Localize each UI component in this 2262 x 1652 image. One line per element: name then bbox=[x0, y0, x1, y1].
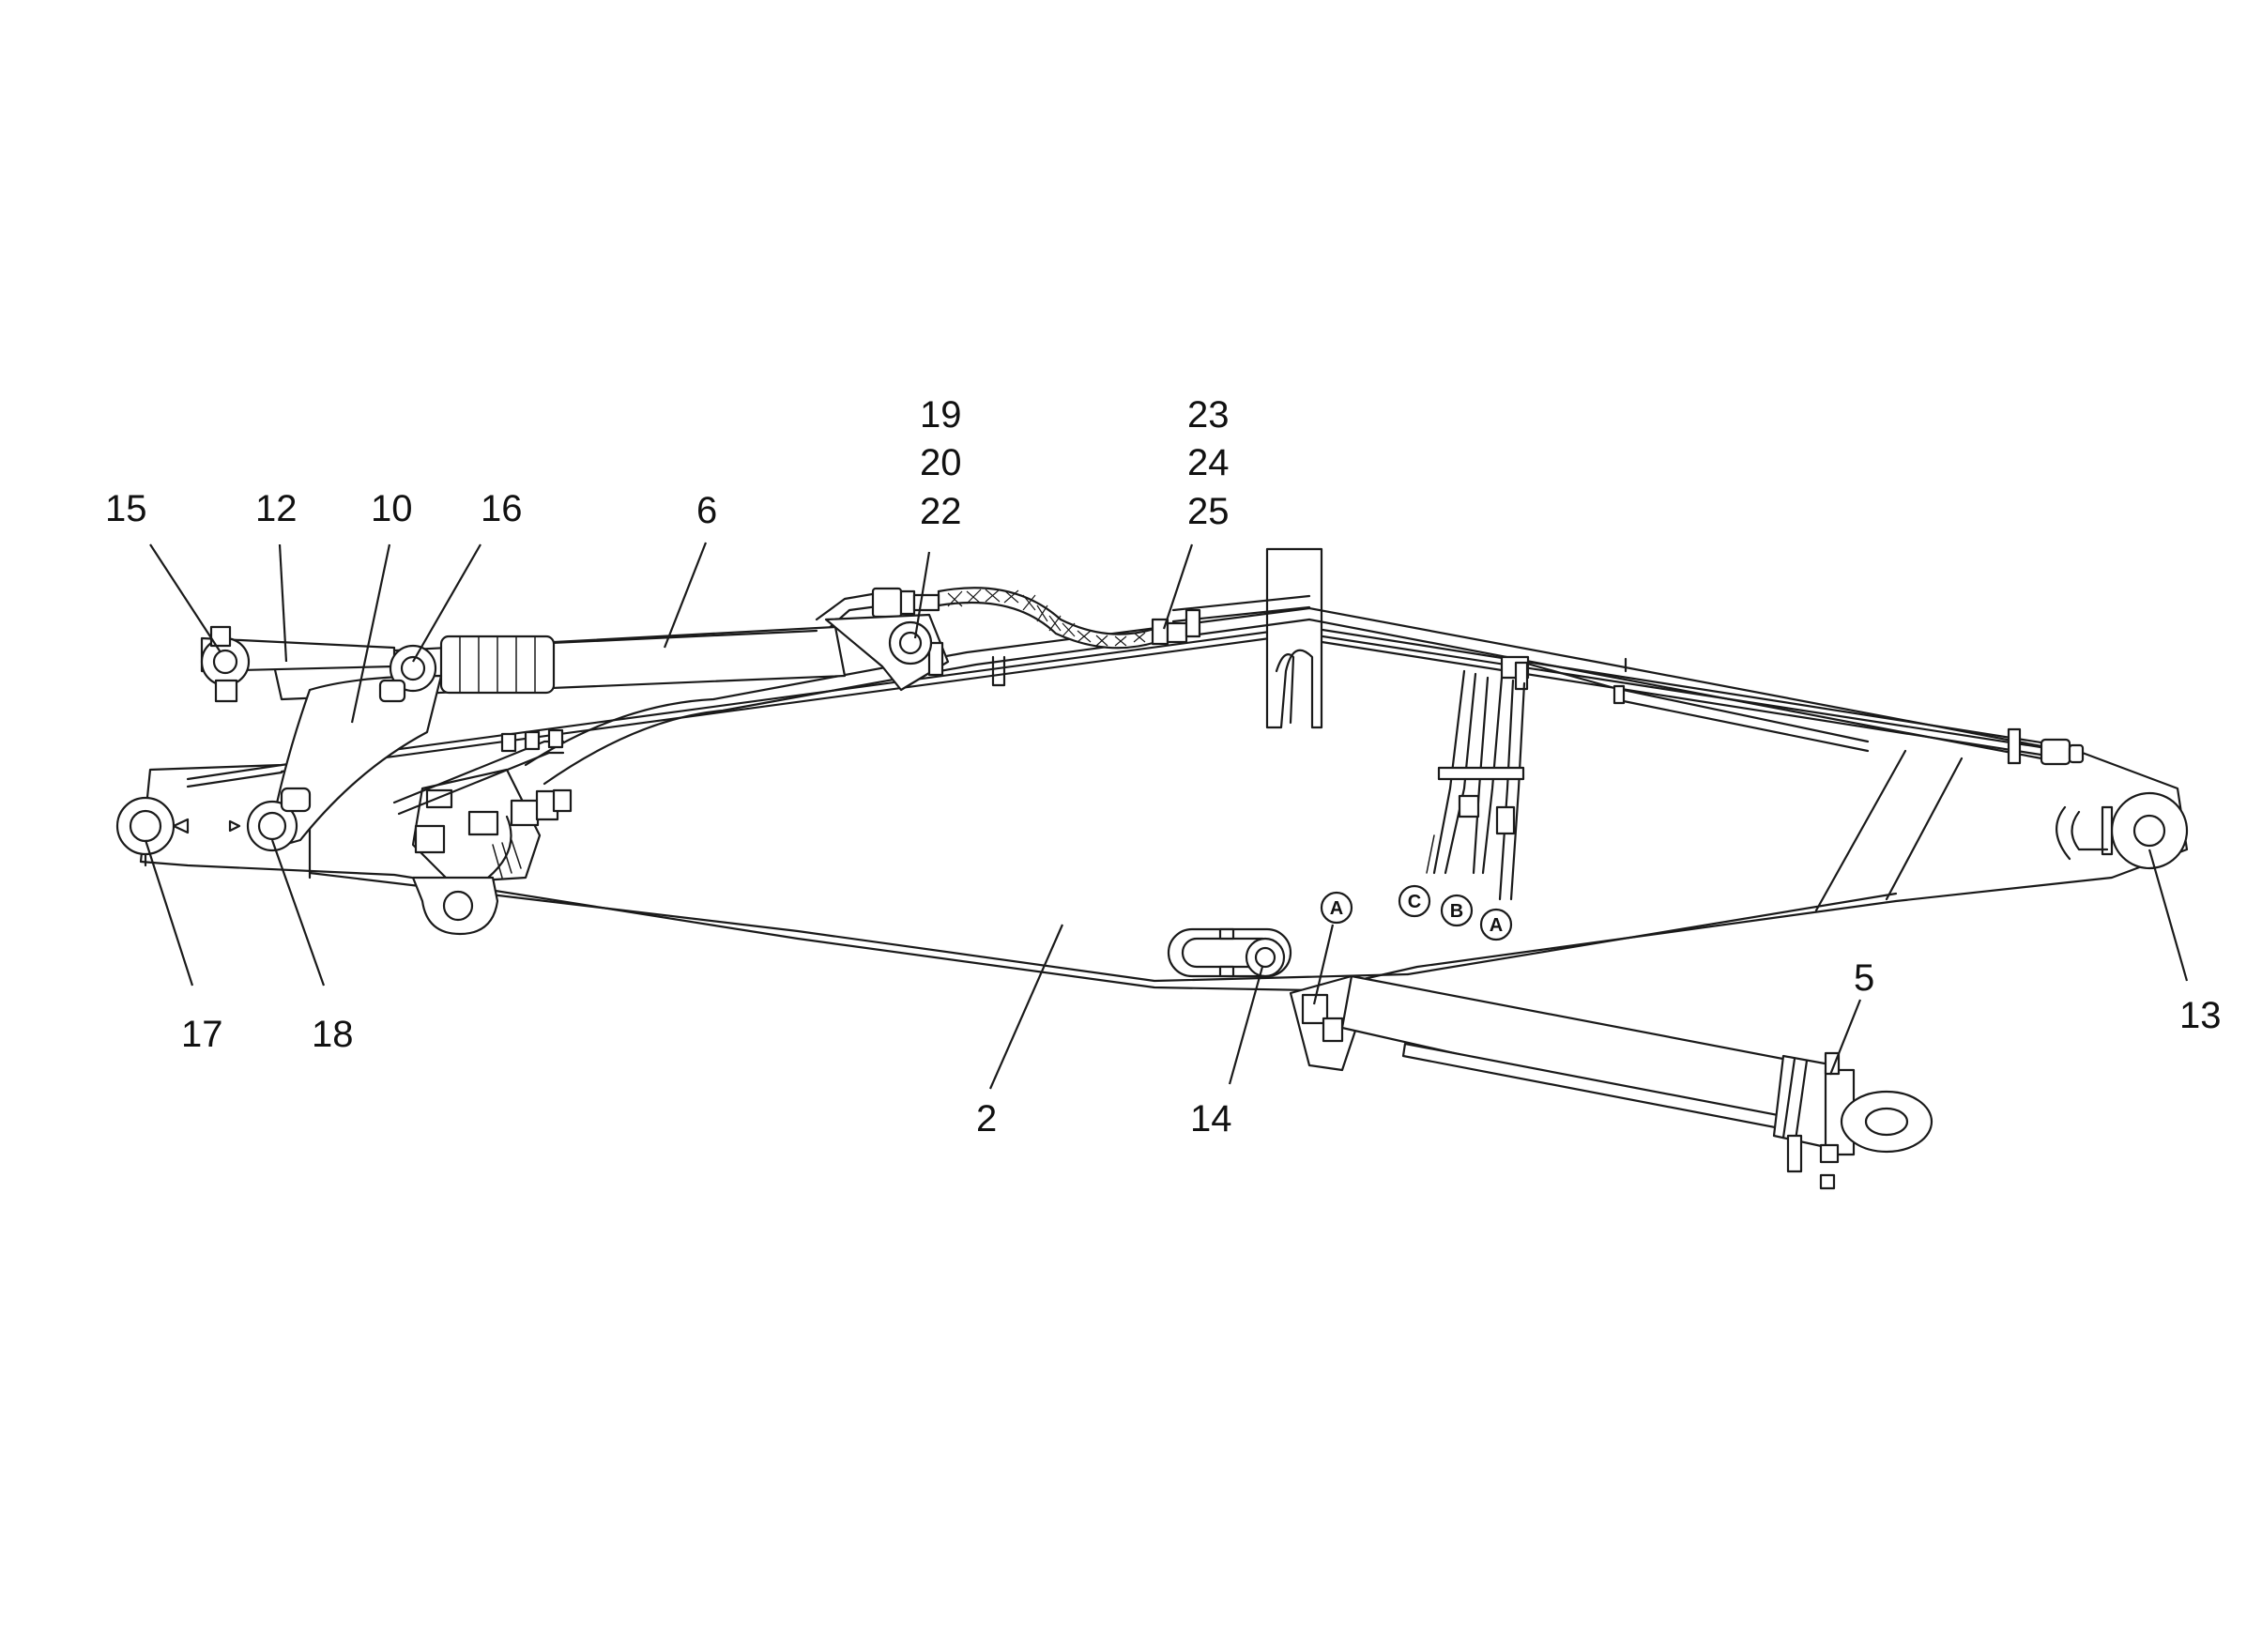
svg-text:A: A bbox=[1490, 915, 1503, 936]
callout-18: 18 bbox=[312, 1014, 354, 1055]
pin-15 bbox=[200, 625, 251, 703]
cylinder-5 bbox=[1289, 974, 1933, 1190]
pin-13 bbox=[2056, 791, 2189, 870]
marker-c: C bbox=[1398, 884, 1431, 918]
svg-text:C: C bbox=[1408, 892, 1421, 912]
lower-lug bbox=[411, 876, 499, 936]
callout-labels: 15 12 10 16 6 19 20 22 23 24 25 17 18 2 … bbox=[105, 394, 2222, 1140]
port-lines bbox=[1426, 669, 1526, 901]
callout-22: 22 bbox=[920, 491, 962, 532]
callout-24: 24 bbox=[1187, 442, 1230, 483]
leader-lines bbox=[144, 542, 2189, 1090]
callout-10: 10 bbox=[371, 488, 413, 529]
callout-19: 19 bbox=[920, 394, 962, 436]
pin-19 bbox=[888, 620, 933, 665]
marker-b: B bbox=[1440, 894, 1474, 927]
callout-23: 23 bbox=[1187, 394, 1230, 436]
mast-post bbox=[1265, 547, 1323, 729]
marker-a-ports: A bbox=[1479, 908, 1513, 941]
callout-25: 25 bbox=[1187, 491, 1230, 532]
pin-14 bbox=[1245, 937, 1286, 978]
pin-18 bbox=[228, 787, 312, 852]
callout-15: 15 bbox=[105, 488, 147, 529]
callout-13: 13 bbox=[2179, 995, 2222, 1036]
callout-16: 16 bbox=[481, 488, 523, 529]
link-10 bbox=[266, 674, 443, 851]
pin-16 bbox=[378, 644, 437, 703]
hydraulic-pipes bbox=[524, 591, 2085, 786]
callout-20: 20 bbox=[920, 442, 962, 483]
svg-text:A: A bbox=[1330, 898, 1343, 919]
callout-14: 14 bbox=[1190, 1098, 1232, 1140]
valve-cluster bbox=[186, 728, 573, 884]
connection-markers: C B A A bbox=[1320, 884, 1513, 941]
svg-text:B: B bbox=[1450, 901, 1463, 922]
callout-12: 12 bbox=[255, 488, 298, 529]
callout-17: 17 bbox=[181, 1014, 223, 1055]
marker-a-valve: A bbox=[1320, 891, 1353, 925]
callout-2: 2 bbox=[976, 1098, 997, 1140]
callout-6: 6 bbox=[696, 490, 717, 531]
callout-5: 5 bbox=[1854, 957, 1874, 999]
pin-17 bbox=[115, 796, 190, 856]
